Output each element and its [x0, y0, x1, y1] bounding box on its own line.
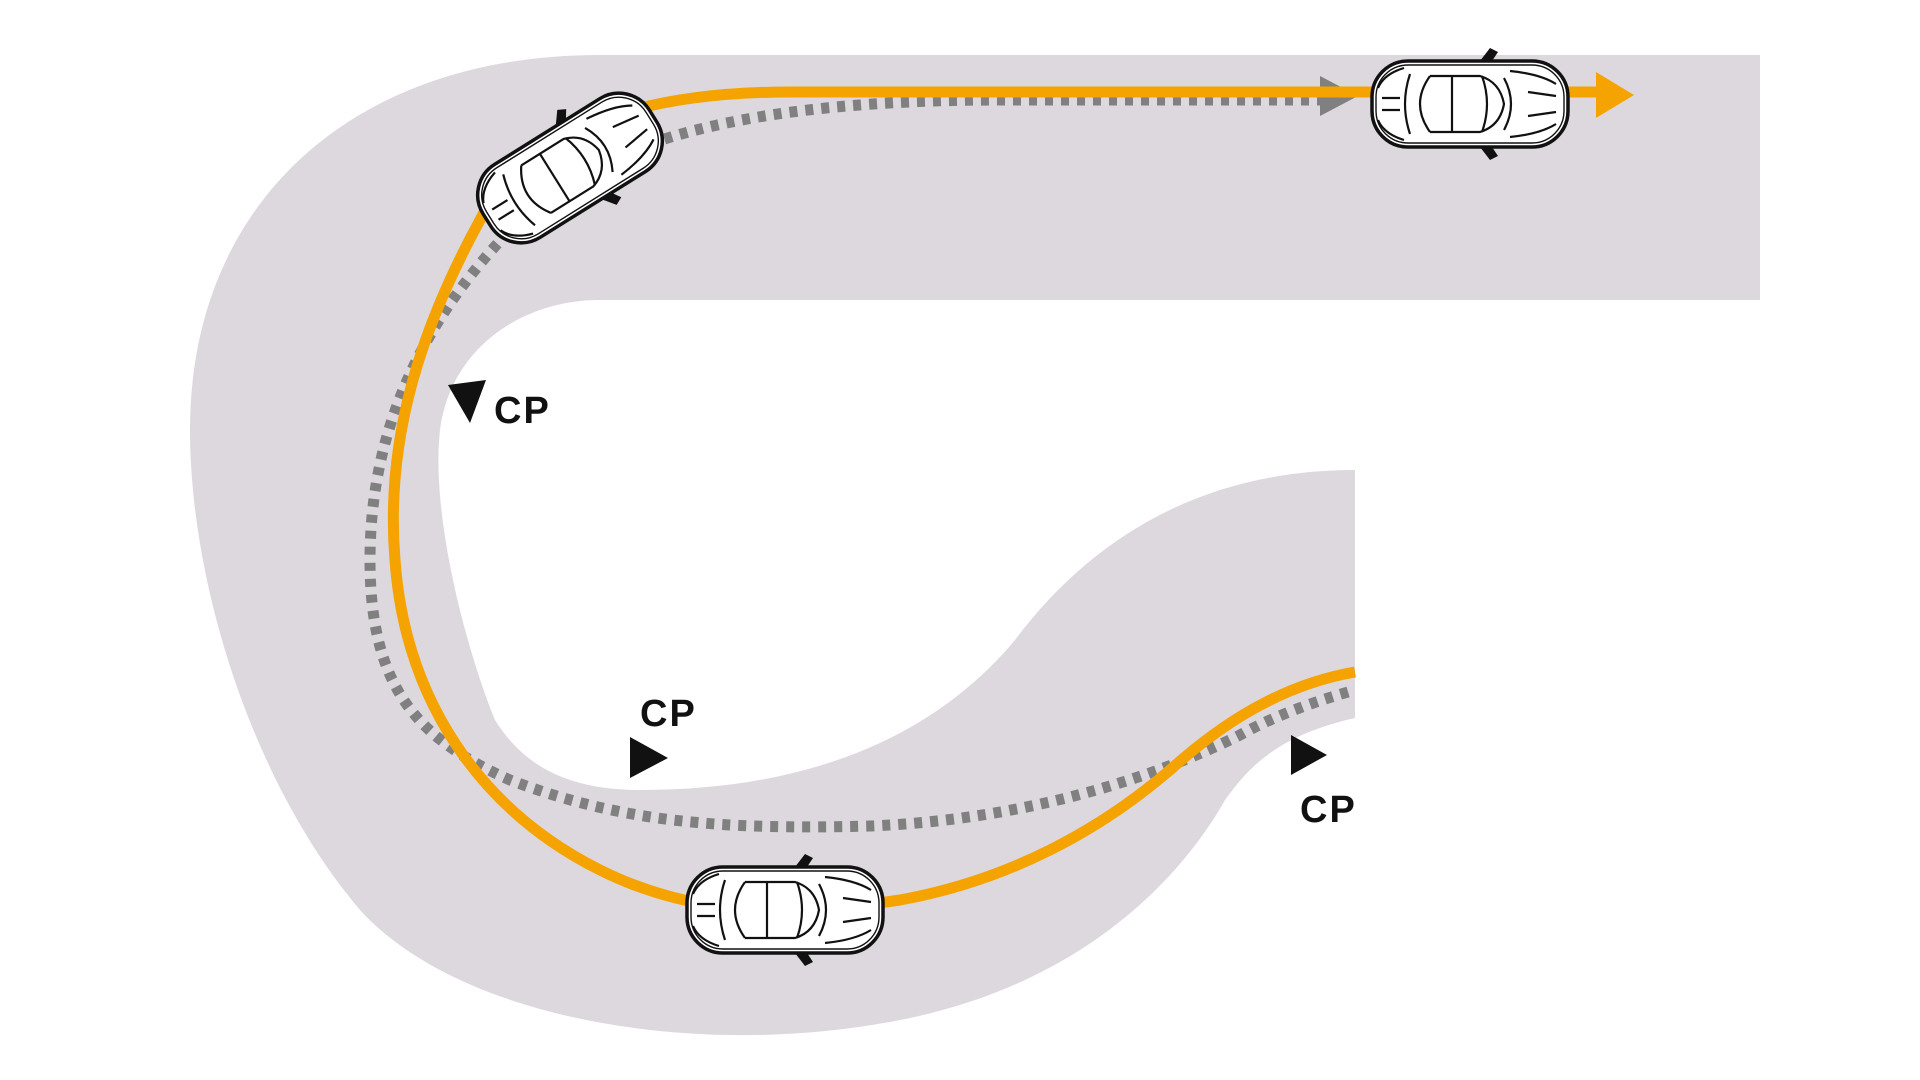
- cp-label: CP: [494, 390, 551, 432]
- track-surface: [190, 55, 1760, 1036]
- triangle-marker-icon: [630, 737, 668, 778]
- triangle-marker-icon: [448, 380, 486, 423]
- cp-marker: CP: [448, 380, 551, 432]
- car-icon: [685, 852, 885, 968]
- car-icon: [1370, 46, 1570, 162]
- racing-line-arrowhead: [1596, 72, 1634, 118]
- cp-label: CP: [1300, 789, 1357, 831]
- cp-label: CP: [640, 693, 697, 735]
- cp-marker: CP: [630, 693, 697, 778]
- triangle-marker-icon: [1291, 735, 1327, 775]
- cp-marker: CP: [1291, 735, 1357, 831]
